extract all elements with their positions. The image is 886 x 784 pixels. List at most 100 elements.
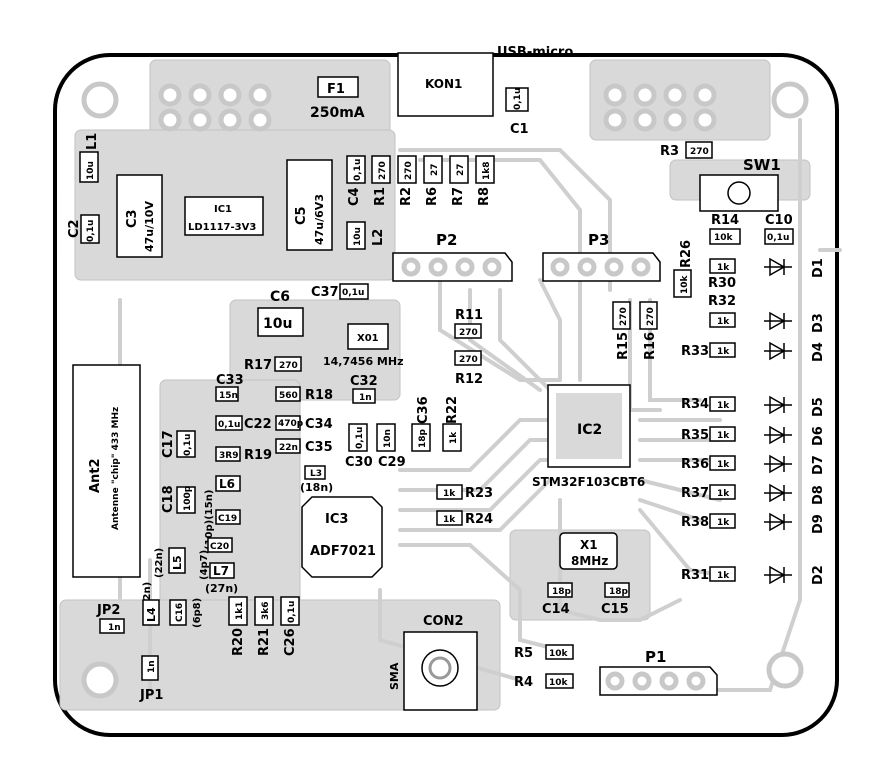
l2: 10u L2 [346,221,386,250]
d2-label: D2 [811,565,826,585]
c6: C6 10u [257,289,304,337]
r15-label: R15 [616,332,631,360]
r24-value: 1k [443,515,456,525]
c33-label: C33 [216,373,244,388]
jp1-value: 1n [147,660,157,673]
r11-label: R11 [455,308,483,323]
r5-r4-p1: R5 10k R4 10k P1 [514,644,718,696]
r37-value: 1k [717,489,730,499]
kon1-label: KON1 [425,77,462,91]
con2-sma: CON2 SMA [388,614,478,711]
r17-label: R17 [244,358,272,373]
r16-label: R16 [643,332,658,360]
r32-label: R32 [708,294,736,309]
usb-title: USB-micro [497,45,573,60]
r14-value: 10k [714,233,734,243]
l3-label: L3 [310,469,322,479]
c22-label: C22 [244,417,272,432]
r37-label: R37 [681,486,709,501]
l7-label: L7 [213,564,229,578]
c16-label: C16 [175,603,185,622]
r34-value: 1k [717,401,730,411]
f1-label: F1 [327,82,345,97]
r23-r24: 1k R23 1k R24 [436,484,493,527]
ic3-label: IC3 [325,512,348,527]
jp2-value: 1n [108,623,121,633]
mounting-holes [81,81,809,699]
d3-label: D3 [811,313,826,333]
r18-value: 560 [279,391,298,401]
l1-value: 10u [86,161,96,180]
c1-label: C1 [510,122,529,137]
r20-r21-c26: 1k1 R20 3k6 R21 0,1u C26 [228,596,300,656]
r38-value: 1k [717,518,730,528]
r3-label: R3 [660,144,679,159]
header-p3: P3 [542,231,661,282]
l5-note: (22n) [154,548,165,578]
ic1-value: LD1117-3V3 [188,222,256,233]
r30-label: R30 [708,276,736,291]
c34-value: 470p [278,419,304,429]
r22-value: 1k [449,431,459,444]
r20-value: 1k1 [235,601,245,620]
c30-value: 0,1u [355,427,365,449]
l6-label: L6 [219,477,235,491]
l2-label: L2 [371,229,386,246]
r23-value: 1k [443,489,456,499]
r21-label: R21 [257,628,272,656]
c37: C37 0,1u [311,283,369,300]
ic3: IC3 ADF7021 [301,496,383,578]
c14-value: 18p [552,587,572,597]
d7-label: D7 [811,455,826,475]
c18-label: C18 [161,485,176,513]
ant2-label: Ant2 [88,458,103,493]
c2-label: C2 [67,219,82,238]
r20-label: R20 [231,628,246,656]
c3-value: 47u/10V [143,201,156,252]
r33-value: 1k [717,347,730,357]
d8-label: D8 [811,485,826,505]
r32-value: 1k [717,317,730,327]
l6-note: (10p)(15n) [204,490,215,550]
r30-value: 1k [717,263,730,273]
r4-value: 10k [549,678,569,688]
c19-label: C19 [218,514,237,524]
c6-label: C6 [270,289,290,305]
c34-label: C34 [305,417,333,432]
x01-value: 14,7456 MHz [323,355,404,368]
c16-note: (6p8) [192,598,203,628]
c2: C2 0,1u [67,214,100,244]
usb-connector: USB-micro KON1 0,1u C1 [397,45,573,137]
c30-label: C30 [345,455,373,470]
r26-value: 10k [680,274,690,294]
r3-value: 270 [690,147,709,157]
l7-note: (27n) [205,582,238,595]
ic1-label: IC1 [214,204,232,215]
matching-network: (22n) L5 L7 (27n) (22n) L4 C16 (6p8) [142,547,238,628]
l4-note: (22n) [142,582,153,612]
ic1: IC1 LD1117-3V3 [184,196,264,236]
x01: X01 14,7456 MHz [323,323,404,368]
r6-value: 27 [430,163,440,176]
r15-r16: 270 R15 270 R16 [612,301,658,360]
r3-sw1-group: R3 270 SW1 R14 10k C10 0,1u [660,141,794,245]
l4-label: L4 [145,607,158,622]
top-resistor-column: 0,1u C4 270 R1 270 R2 27 R6 27 R7 1k8 R8 [346,155,495,206]
r14-label: R14 [711,213,739,228]
r31-label: R31 [681,568,709,583]
ic2: IC2 STM32F103CBT6 [532,384,645,489]
c18-value: 100p [183,485,193,511]
fuse-f1: F1 250mA [310,76,365,121]
ic3-value: ADF7021 [310,544,376,559]
c20-label: C20 [210,542,229,552]
c17-value: 0,1u [183,434,193,456]
d1-label: D1 [811,258,826,278]
c35-label: C35 [305,440,333,455]
c10-value: 0,1u [767,233,789,243]
c35-value: 22n [279,443,298,453]
c3-label: C3 [125,209,140,228]
l3-value: (18n) [300,481,333,494]
r1-value: 270 [378,161,388,180]
c37-value: 0,1u [342,288,364,298]
